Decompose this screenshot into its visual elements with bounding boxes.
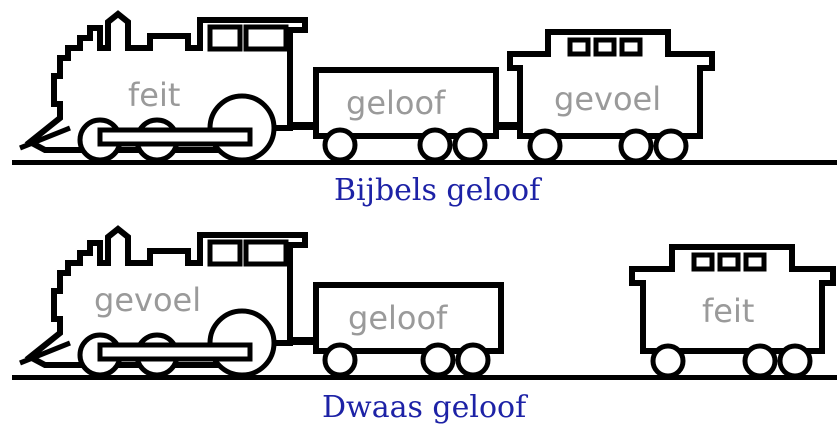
bottom-caboose-label: feit [702, 292, 754, 330]
bottom-freight-car-label: geloof [348, 299, 448, 337]
bottom-train: gevoel geloof feit [12, 225, 837, 425]
top-train: feit geloof [12, 10, 837, 208]
bottom-freight-car: geloof [313, 282, 504, 378]
top-caboose: gevoel [507, 29, 715, 164]
top-freight-car-label: geloof [346, 84, 446, 122]
top-caption: Bijbels geloof [334, 173, 542, 208]
bottom-locomotive: gevoel [19, 225, 308, 378]
bottom-track [12, 375, 837, 380]
bottom-caboose: feit [629, 244, 836, 379]
top-caboose-label: gevoel [554, 80, 661, 118]
bottom-caption: Dwaas geloof [322, 390, 528, 425]
top-locomotive: feit [19, 10, 308, 163]
top-track [12, 160, 837, 165]
top-freight-car: geloof [313, 67, 499, 163]
bottom-locomotive-label: gevoel [94, 281, 201, 319]
top-locomotive-label: feit [128, 76, 180, 114]
